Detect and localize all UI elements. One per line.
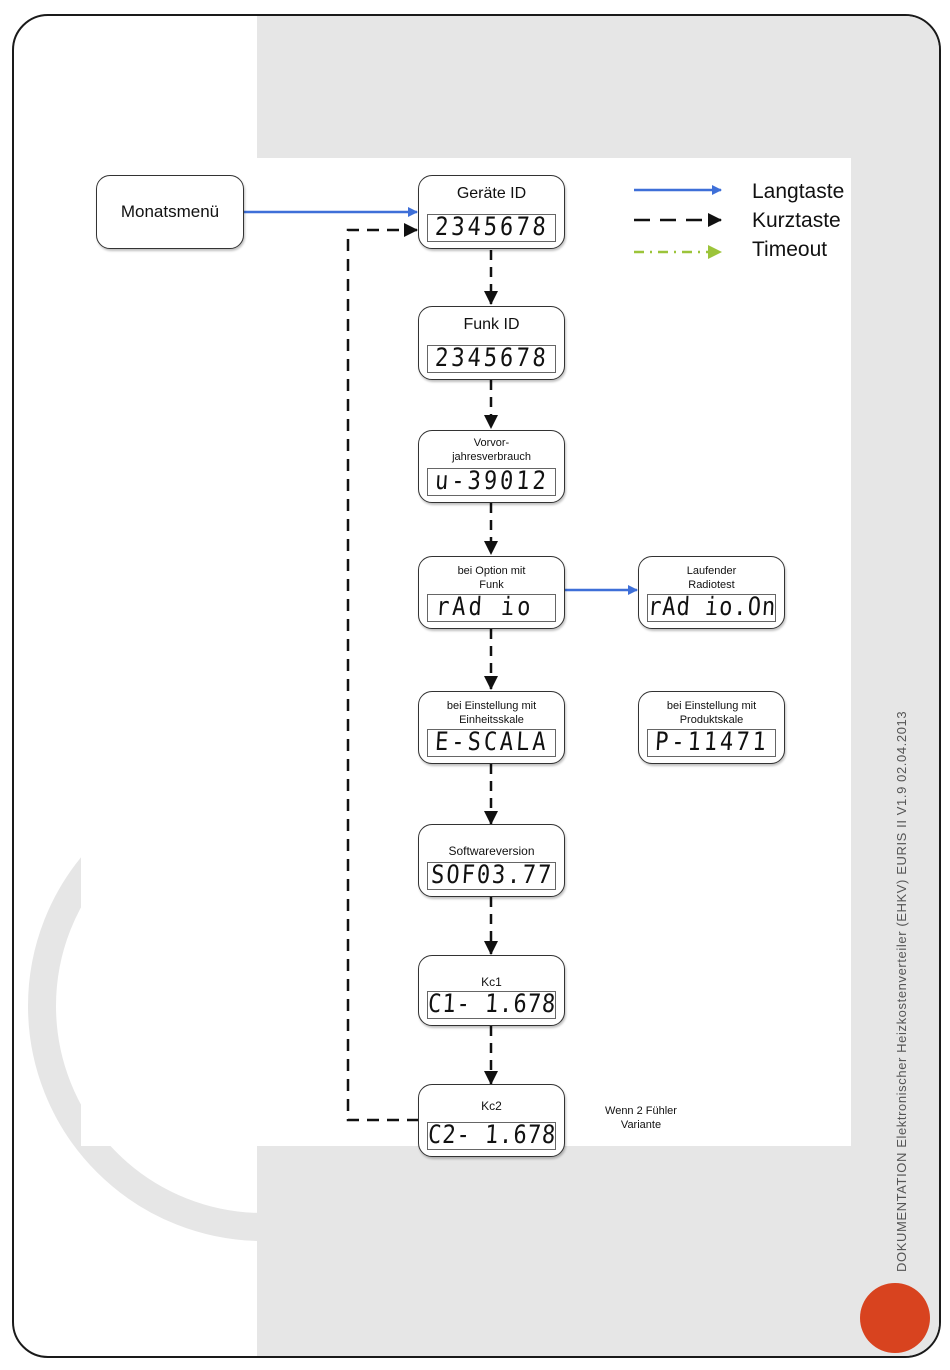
lcd-e-scala-value: E-SCALA (433, 729, 550, 757)
box-kc2: Kc2 C2- 1.678 (418, 1084, 565, 1157)
lcd-vorvorjahres: u-39012 (427, 468, 556, 496)
box-p-scala: bei Einstellung mit Produktskale P-11471 (638, 691, 785, 764)
note-zwei-fuehler: Wenn 2 Fühler Variante (586, 1104, 696, 1132)
box-monatsmenue-label: Monatsmenü (120, 202, 220, 221)
box-funk-id: Funk ID 2345678 (418, 306, 565, 380)
note-line-2: Variante (620, 1119, 662, 1131)
box-radio-title-2: Funk (479, 579, 504, 591)
box-radiotest-title-2: Radiotest (688, 579, 735, 591)
lcd-vorvorjahres-value: u-39012 (433, 468, 550, 496)
box-geraete-id: Geräte ID 2345678 (418, 175, 565, 249)
accent-dot (860, 1283, 930, 1353)
flow-diagram: Langtaste Kurztaste Timeout Monatsmenü G… (81, 158, 851, 1157)
lcd-funk-id: 2345678 (427, 345, 556, 373)
lcd-radio-value: rAd io (435, 594, 535, 622)
lcd-radiotest-value: rAd io.On (647, 594, 776, 622)
lcd-kc2-value: C2- 1.678 (427, 1122, 556, 1150)
box-software-title: Softwareversion (448, 844, 535, 858)
lcd-software-value: SOF03.77 (429, 862, 554, 890)
legend-langtaste-label: Langtaste (752, 180, 845, 203)
box-kc2-title: Kc2 (481, 1099, 502, 1113)
box-p-scala-title-2: Produktskale (679, 714, 744, 726)
box-e-scala: bei Einstellung mit Einheitsskale E-SCAL… (418, 691, 565, 764)
lcd-e-scala: E-SCALA (427, 729, 556, 757)
arrow-kc2-loop-to-geraete (346, 223, 419, 1122)
lcd-p-scala-value: P-11471 (653, 729, 770, 757)
box-radio-title-1: bei Option mit (457, 565, 526, 577)
document-footer-vertical: DOKUMENTATION Elektronischer Heizkostenv… (894, 710, 909, 1272)
box-e-scala-title-1: bei Einstellung mit (446, 700, 537, 712)
box-p-scala-title-1: bei Einstellung mit (666, 700, 757, 712)
note-line-1: Wenn 2 Fühler (605, 1105, 677, 1117)
box-kc1-title: Kc1 (481, 975, 502, 989)
box-radiotest: Laufender Radiotest rAd io.On (638, 556, 785, 629)
box-funk-id-title: Funk ID (463, 316, 520, 333)
lcd-kc1-value: C1- 1.678 (427, 991, 556, 1019)
box-software: Softwareversion SOF03.77 (418, 824, 565, 897)
lcd-p-scala: P-11471 (647, 729, 776, 757)
lcd-kc2: C2- 1.678 (427, 1122, 556, 1150)
lcd-radiotest: rAd io.On (647, 594, 776, 622)
box-vorvorjahres-title-2: jahresverbrauch (452, 451, 531, 463)
box-vorvorjahres: Vorvor- jahresverbrauch u-39012 (418, 430, 565, 503)
box-radiotest-title-1: Laufender (686, 565, 737, 577)
lcd-geraete-id-value: 2345678 (433, 214, 550, 242)
box-monatsmenue: Monatsmenü (96, 175, 244, 249)
legend-timeout-label: Timeout (752, 238, 828, 261)
box-radio: bei Option mit Funk rAd io (418, 556, 565, 629)
box-vorvorjahres-title-1: Vorvor- (473, 437, 510, 449)
lcd-software: SOF03.77 (427, 862, 556, 890)
diagram-connectors (244, 185, 722, 1122)
box-e-scala-title-2: Einheitsskale (459, 714, 524, 726)
lcd-radio: rAd io (427, 594, 556, 622)
box-geraete-id-title: Geräte ID (456, 185, 527, 202)
lcd-funk-id-value: 2345678 (433, 345, 550, 373)
lcd-kc1: C1- 1.678 (427, 991, 556, 1019)
lcd-geraete-id: 2345678 (427, 214, 556, 242)
legend-kurztaste-label: Kurztaste (752, 209, 841, 232)
box-kc1: Kc1 C1- 1.678 (418, 955, 565, 1026)
